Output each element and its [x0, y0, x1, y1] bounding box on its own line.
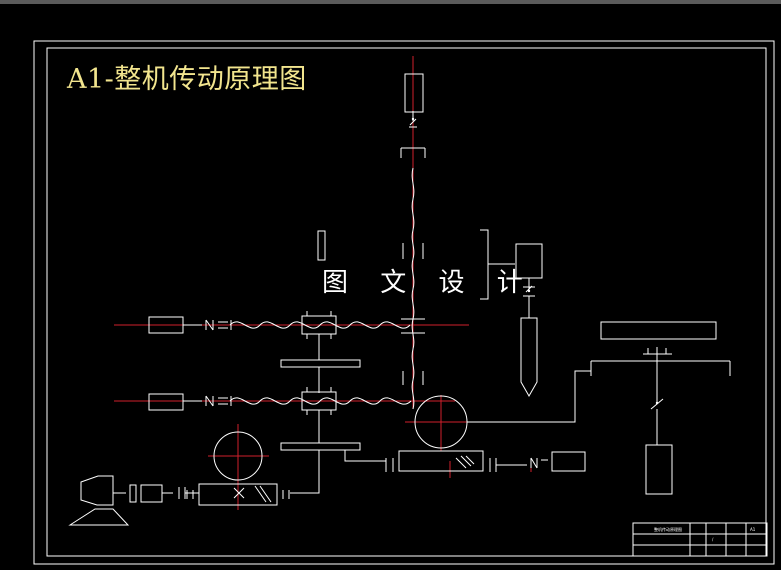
bottom-motor-base — [68, 508, 130, 526]
diagram-title: A1-整机传动原理图 — [67, 64, 307, 95]
title-block-code: A1 — [750, 527, 756, 532]
left-worm-body — [198, 483, 278, 506]
left-worm-marks — [233, 485, 272, 503]
title-block-mark: / — [712, 537, 714, 542]
left-worm-bearings — [186, 490, 290, 499]
title-block-grid — [633, 523, 767, 556]
top-coupling — [400, 111, 426, 158]
left-output-link — [290, 450, 320, 494]
right-worm-body — [398, 450, 484, 472]
title-block-name: 整机传动原理图 — [654, 526, 682, 532]
upper-horizontal-spring-shaft — [229, 321, 411, 329]
title-block — [632, 522, 768, 557]
upper-gear-ticks — [306, 311, 332, 339]
left-vertical-plate — [317, 230, 326, 261]
right-coupling-dot — [527, 289, 531, 293]
right-top-table — [600, 321, 717, 340]
left-wheel — [213, 431, 263, 481]
right-shaft-dot — [655, 401, 659, 405]
vertical-spring-shaft — [411, 167, 415, 320]
upper-left-coupling — [183, 319, 232, 331]
right-worm-bearings — [385, 458, 497, 472]
vertical-bearings — [402, 243, 424, 385]
lower-left-motor — [148, 393, 184, 411]
lower-horizontal-spring-shaft — [229, 397, 412, 405]
right-top-coupling — [523, 278, 535, 318]
bottom-long-gear — [280, 442, 361, 451]
top-coupling-dot — [411, 117, 415, 121]
right-vertical-shaft — [643, 347, 672, 445]
right-worm-marks — [455, 455, 475, 469]
bottom-motor-coupling — [113, 484, 199, 503]
right-left-connection — [344, 450, 386, 462]
vertical-gear-mark — [401, 318, 425, 334]
middle-long-gear — [280, 359, 361, 368]
small-right-coupling — [496, 457, 548, 469]
right-vertical-tool — [520, 317, 538, 398]
right-bottom-box — [645, 444, 673, 495]
vertical-lower-shaft — [411, 318, 415, 410]
small-right-motor — [551, 451, 586, 472]
window-top-strip — [0, 0, 781, 4]
right-linkage — [467, 370, 591, 423]
bottom-motor-body — [80, 475, 114, 506]
outer-border — [33, 40, 775, 565]
lower-left-coupling — [183, 395, 232, 407]
watermark-text: 图 文 设 计 — [322, 268, 535, 298]
right-support-line — [590, 360, 731, 376]
top-motor-box — [404, 73, 424, 113]
inner-border — [46, 47, 767, 557]
lower-gear-ticks — [306, 387, 332, 415]
